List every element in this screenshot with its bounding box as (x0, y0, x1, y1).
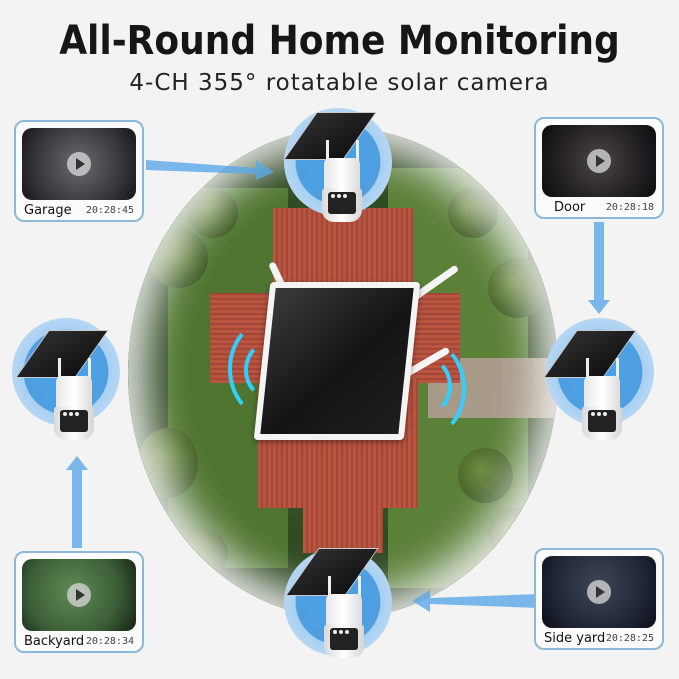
event-time: 20:28:45 (85, 205, 134, 216)
event-card-side-yard[interactable]: Side yard 20:28:25 (534, 548, 664, 650)
event-time: 20:28:18 (605, 202, 654, 213)
event-label: Door (554, 200, 586, 215)
event-time: 20:28:25 (605, 633, 654, 644)
solar-hub-icon (253, 282, 421, 440)
event-label: Side yard (544, 631, 606, 646)
event-label: Backyard (24, 634, 85, 649)
page-subtitle: 4-CH 355° rotatable solar camera (129, 70, 550, 96)
arrow-right-icon (146, 160, 274, 180)
event-label: Garage (24, 203, 72, 218)
play-icon[interactable] (67, 152, 91, 176)
play-icon[interactable] (587, 580, 611, 604)
page-title: All-Round Home Monitoring (59, 18, 620, 64)
event-thumbnail[interactable] (542, 125, 656, 197)
event-thumbnail[interactable] (542, 556, 656, 628)
play-icon[interactable] (67, 583, 91, 607)
event-card-backyard[interactable]: Backyard 20:28:34 (14, 551, 144, 653)
play-icon[interactable] (587, 149, 611, 173)
event-time: 20:28:34 (85, 636, 134, 647)
arrow-up-icon (66, 456, 88, 548)
wifi-signal-right-inner-icon (398, 356, 452, 416)
arrow-left-icon (412, 590, 540, 612)
wifi-signal-left-icon (228, 320, 306, 418)
event-card-garage[interactable]: Garage 20:28:45 (14, 120, 144, 222)
event-thumbnail[interactable] (22, 559, 136, 631)
wifi-signal-left-inner-icon (244, 340, 298, 400)
wifi-signal-right-icon (388, 340, 466, 438)
event-thumbnail[interactable] (22, 128, 136, 200)
event-card-door[interactable]: Door 20:28:18 (534, 117, 664, 219)
arrow-down-icon (588, 222, 610, 314)
